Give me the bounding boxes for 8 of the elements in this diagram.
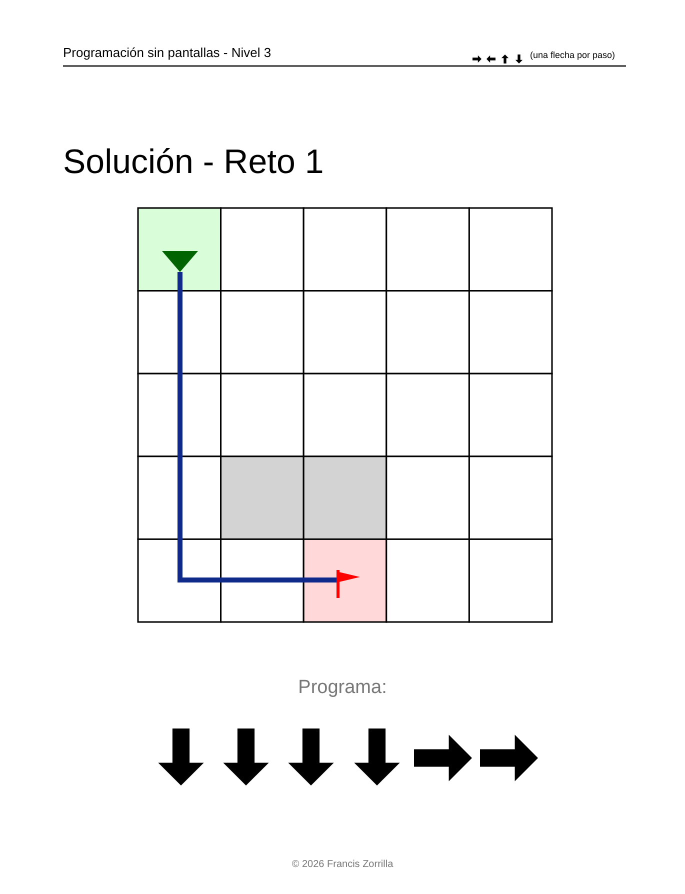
instruction-note: (una flecha por paso) (530, 50, 616, 60)
program-heading: Programa: (297, 677, 388, 699)
copyright-footer: © 2026 Francis Zorrilla (0, 859, 685, 870)
header-text: Programación sin pantallas - Nivel 3 (63, 45, 272, 60)
goal-flag (336, 570, 360, 598)
path-line (178, 272, 338, 582)
page-title: Solución - Reto 1 (63, 143, 324, 182)
triangle-marker (162, 251, 198, 272)
